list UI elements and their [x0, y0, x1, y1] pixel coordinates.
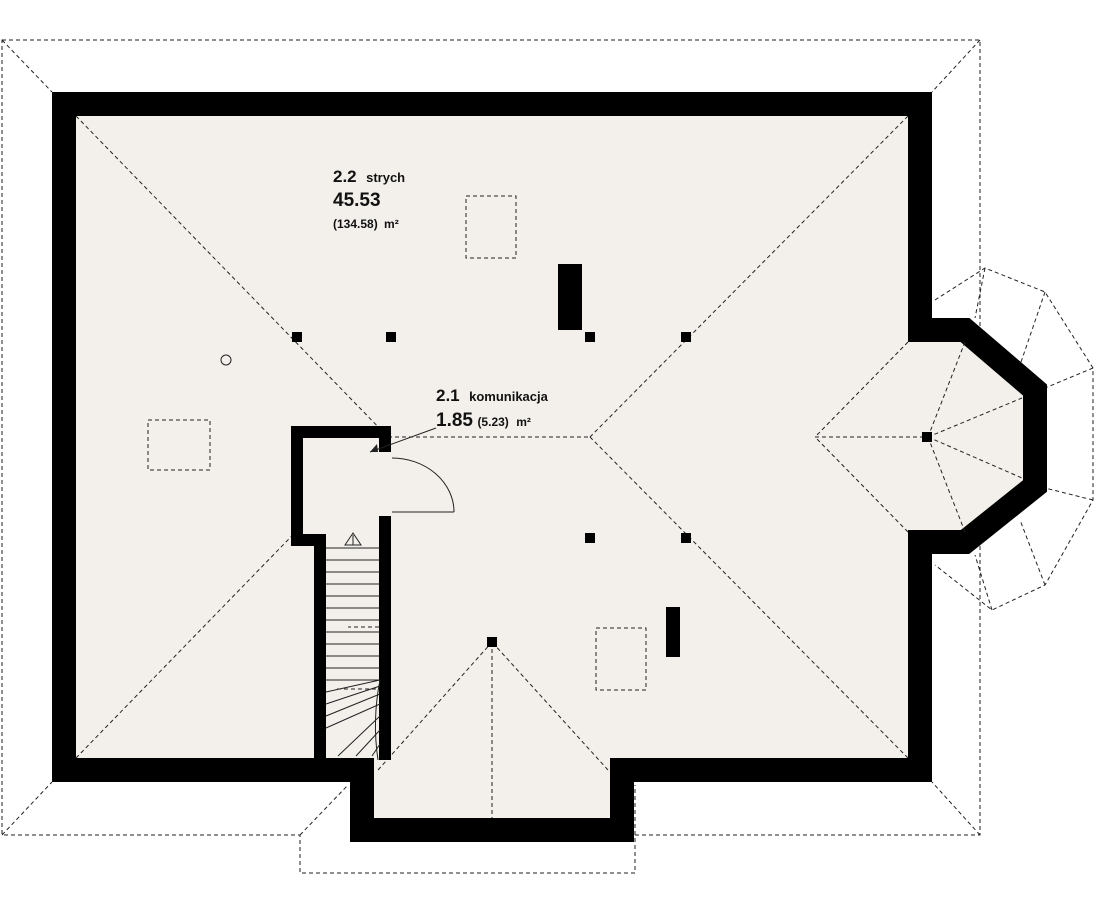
svg-text:2.2 strych: 2.2 strych — [333, 167, 405, 186]
room-name: strych — [366, 170, 405, 185]
svg-text:2.1 komunikacja: 2.1 komunikacja — [436, 386, 549, 405]
room-total-area: (5.23) — [477, 415, 508, 429]
vent-circle — [220, 354, 232, 366]
room-number: 2.1 — [436, 386, 460, 405]
room-name: komunikacja — [469, 389, 549, 404]
staircase — [325, 532, 381, 761]
chimneys — [558, 264, 680, 657]
exterior-wall — [52, 92, 1047, 842]
room-total-area: (134.58) — [333, 217, 378, 231]
area-unit: m² — [384, 217, 399, 231]
svg-text:1.85 (5.23) m²: 1.85 (5.23) m² — [436, 410, 531, 431]
room-area: 1.85 — [436, 410, 473, 431]
room-number: 2.2 — [333, 167, 357, 186]
room-area: 45.53 — [333, 190, 381, 211]
label-leader — [369, 427, 437, 453]
room-label-komunikacja: 2.1 komunikacja 1.85 (5.23) m² — [436, 386, 549, 431]
roof-posts — [292, 332, 932, 647]
svg-text:(134.58) m²: (134.58) m² — [333, 217, 399, 231]
roof-windows — [147, 195, 647, 691]
roof-overhang-outline — [1, 39, 1094, 874]
area-unit: m² — [516, 415, 531, 429]
door-swing — [391, 457, 455, 513]
room-label-strych: 2.2 strych 45.53 (134.58) m² — [333, 167, 405, 231]
